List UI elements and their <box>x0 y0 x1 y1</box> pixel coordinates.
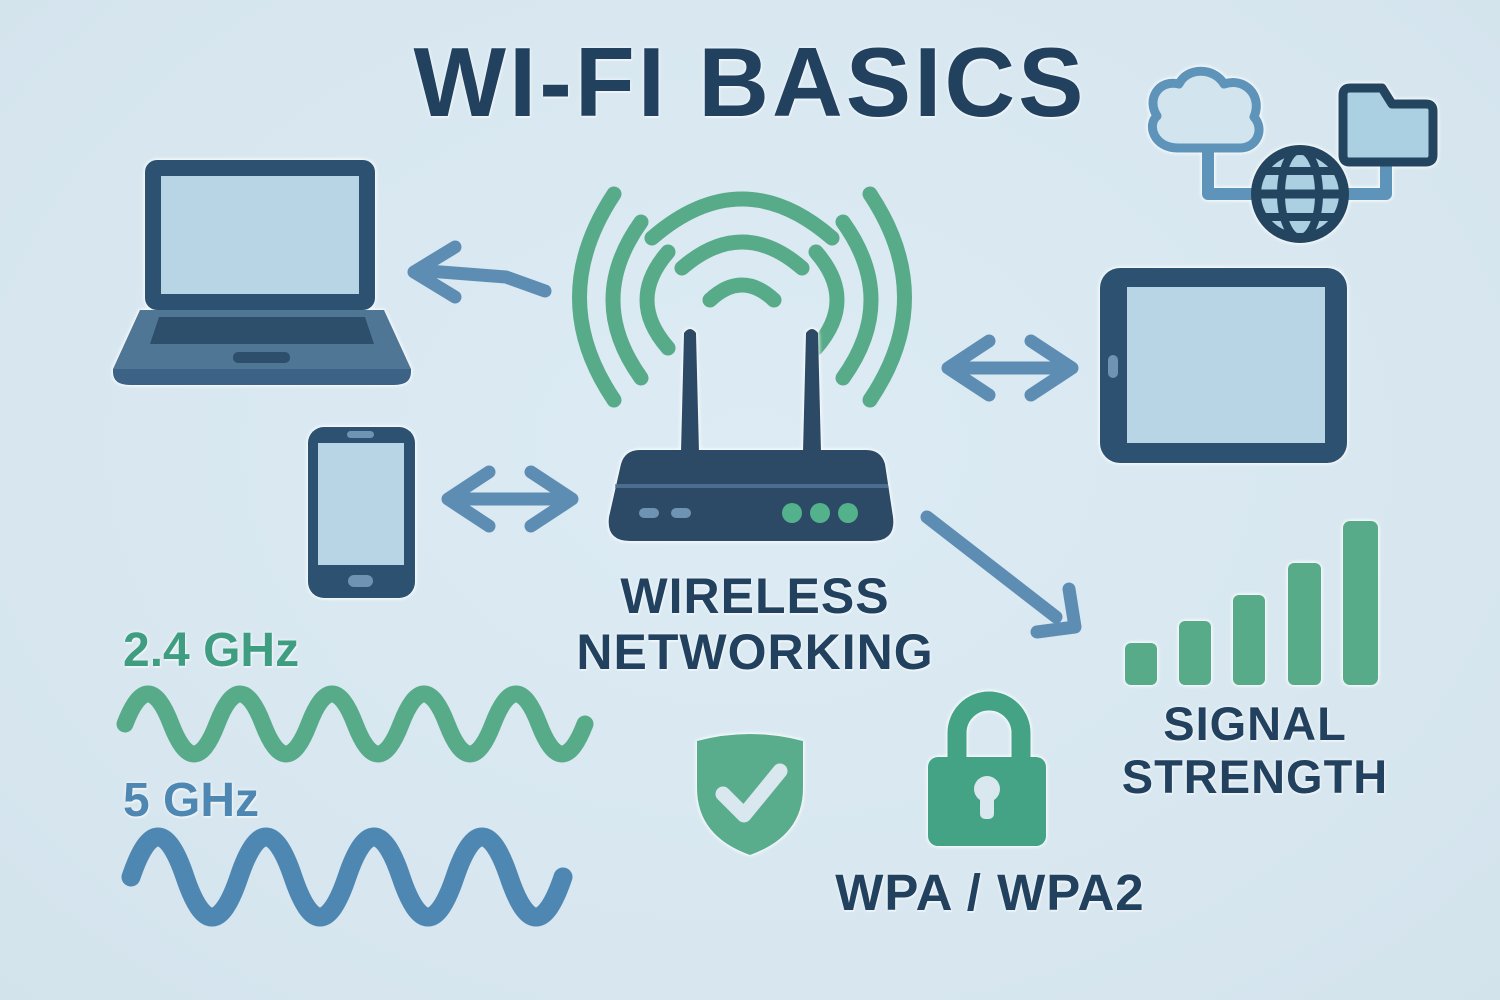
router-led <box>810 503 830 523</box>
keyhole <box>974 776 1000 802</box>
cloud-icon <box>1148 66 1264 153</box>
signal-bar <box>1233 595 1265 685</box>
signal-bar <box>1343 521 1378 685</box>
infographic-title: WI-FI BASICS <box>413 27 1087 137</box>
smartphone-icon <box>308 427 415 598</box>
wireless-networking-line2: NETWORKING <box>576 624 934 680</box>
band-24ghz-label: 2.4 GHz <box>123 624 300 677</box>
signal-strength-label: SIGNAL STRENGTH <box>1090 697 1420 803</box>
wifi-waves-icon <box>572 186 912 408</box>
cloud-network-cluster <box>1148 66 1438 243</box>
router-antenna <box>803 329 821 452</box>
signal-bar <box>1125 643 1157 685</box>
tablet-icon <box>1100 268 1347 463</box>
router-led <box>782 503 802 523</box>
signal-strength-line1: SIGNAL <box>1163 697 1347 750</box>
signal-strength-line2: STRENGTH <box>1121 749 1389 803</box>
shield-check-icon <box>697 734 803 855</box>
connector-line <box>1202 134 1268 200</box>
wireless-networking-line1: WIRELESS <box>620 568 890 624</box>
globe-icon <box>1251 145 1349 243</box>
folder-icon <box>1338 83 1438 167</box>
signal-bar <box>1179 621 1211 685</box>
padlock-icon <box>928 691 1046 846</box>
router-led <box>838 503 858 523</box>
wave-24ghz-icon <box>116 685 594 763</box>
diagonal-arrow-icon <box>920 510 1082 639</box>
signal-bars-icon <box>1125 521 1378 685</box>
router-icon <box>608 329 894 541</box>
wpa-security-label: WPA / WPA2 <box>835 864 1145 921</box>
signal-bar <box>1288 563 1321 685</box>
tablet-double-arrow-icon <box>941 334 1079 402</box>
wave-5ghz-icon <box>121 827 573 927</box>
checkmark-icon <box>715 763 788 823</box>
laptop-icon <box>113 160 411 385</box>
router-antenna <box>681 329 699 452</box>
connector-line <box>1334 149 1392 200</box>
left-arrow-icon <box>407 240 552 304</box>
wireless-networking-label: WIRELESS NETWORKING <box>540 568 970 680</box>
band-5ghz-label: 5 GHz <box>123 774 260 827</box>
phone-double-arrow-icon <box>441 465 579 533</box>
